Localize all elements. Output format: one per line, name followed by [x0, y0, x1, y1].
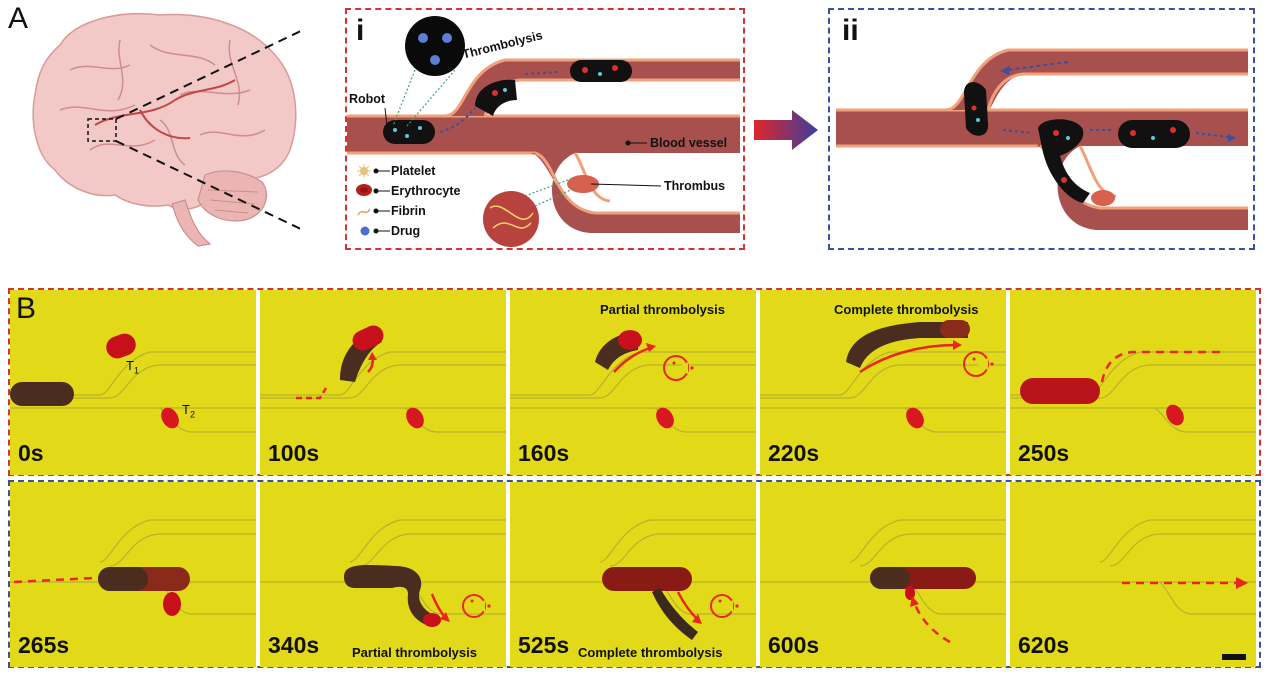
brain-illustration	[32, 13, 300, 247]
channel-outline	[760, 519, 1006, 644]
frame-time-label: 0s	[18, 440, 44, 466]
sub-panel-ii-label: ii	[842, 14, 859, 47]
panel-b-letter: B	[16, 292, 37, 325]
channel-outline	[510, 330, 756, 433]
frame-time-label: 340s	[268, 632, 320, 658]
gradient-arrow-icon	[754, 110, 818, 150]
frame-time-label: 100s	[268, 440, 320, 466]
frame-caption: Partial thrombolysis	[600, 302, 725, 317]
legend-drug-label: Drug	[391, 224, 421, 238]
fibrin-icon	[357, 208, 371, 216]
thrombus-t1-label: T1	[126, 358, 139, 376]
erythrocyte-icon	[356, 184, 372, 196]
frame-caption: Complete thrombolysis	[578, 645, 723, 660]
panel-a-letter: A	[8, 2, 29, 35]
blood-vessel-label: Blood vessel	[650, 136, 728, 150]
schematic-box-i	[345, 8, 745, 250]
row-1-border	[8, 288, 1261, 476]
vessel-schematic-ii	[836, 48, 1248, 230]
frame-100s: 100s	[260, 290, 506, 475]
channel-outline	[510, 519, 756, 640]
frame-time-label: 600s	[768, 632, 820, 658]
frame-340s: Partial thrombolysis 340s	[260, 482, 506, 667]
channel-outline	[1010, 350, 1256, 433]
frame-time-label: 220s	[768, 440, 820, 466]
channel-outline	[760, 320, 1006, 433]
channel-outline	[260, 325, 506, 433]
sub-panel-i-label: i	[356, 14, 365, 47]
legend-platelet-label: Platelet	[391, 164, 436, 178]
frame-600s: 600s	[760, 482, 1006, 667]
row-2-border	[8, 480, 1261, 668]
channel-outline	[1010, 519, 1256, 660]
frame-time-label: 250s	[1018, 440, 1070, 466]
channel-outline	[260, 519, 506, 627]
channel-outline	[10, 519, 256, 616]
legend-pointers	[373, 168, 390, 234]
frame-525s: Complete thrombolysis 525s	[510, 482, 756, 667]
frame-caption: Partial thrombolysis	[352, 645, 477, 660]
frame-0s: T1 T2 0s	[10, 290, 256, 475]
frame-time-label: 265s	[18, 632, 70, 658]
schematic-box-ii	[828, 8, 1255, 250]
thrombus-label: Thrombus	[664, 179, 726, 193]
legend-erythrocyte-label: Erythrocyte	[391, 184, 461, 198]
frame-time-label: 620s	[1018, 632, 1070, 658]
thrombus-t2-label: T2	[182, 402, 195, 420]
channel-outline	[10, 333, 256, 433]
drug-icon	[360, 226, 370, 236]
frame-620s: 620s	[1010, 482, 1256, 667]
frame-time-label: 160s	[518, 440, 570, 466]
legend-fibrin-label: Fibrin	[391, 204, 426, 218]
frame-220s: Complete thrombolysis 220s	[760, 290, 1006, 475]
frame-caption: Complete thrombolysis	[834, 302, 979, 317]
vessel-schematic-i	[347, 16, 740, 247]
platelet-icon	[357, 164, 371, 178]
frame-250s: 250s	[1010, 290, 1256, 475]
frame-265s: 265s	[10, 482, 256, 667]
robot-label: Robot	[349, 92, 386, 106]
frame-160s: Partial thrombolysis 160s	[510, 290, 756, 475]
scale-bar	[1222, 654, 1246, 660]
frame-time-label: 525s	[518, 632, 570, 658]
